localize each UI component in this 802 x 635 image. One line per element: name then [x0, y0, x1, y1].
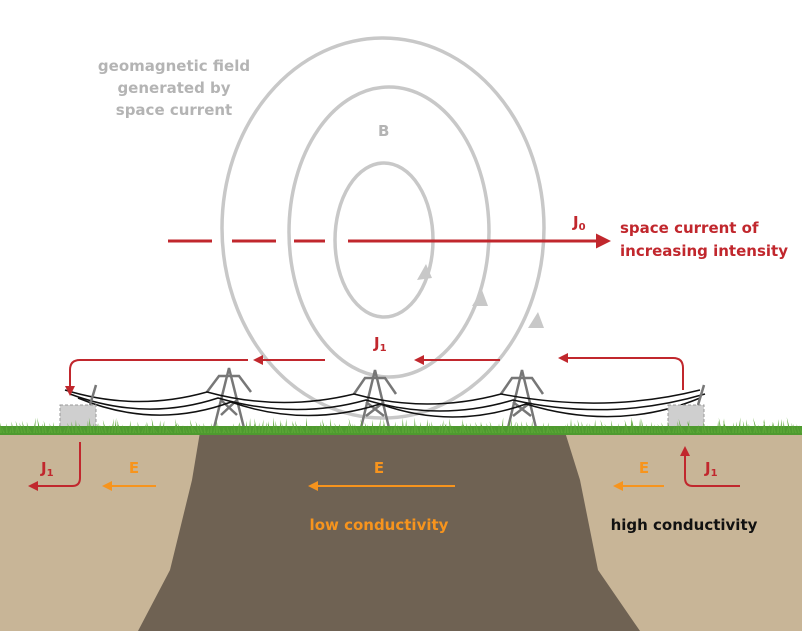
- e-label-right: E: [639, 459, 649, 477]
- power-towers: [206, 367, 545, 433]
- j0-label: J0: [572, 213, 586, 233]
- field-direction-arrows: [417, 264, 544, 328]
- space-current-label-line1: space current of: [620, 219, 759, 237]
- space-current-label-line2: increasing intensity: [620, 242, 788, 260]
- field-label-line2: generated by: [117, 79, 230, 97]
- e-label-left: E: [129, 459, 139, 477]
- line-current-j1: [65, 353, 684, 396]
- field-loop-middle: [287, 85, 491, 379]
- field-arrow-icon: [417, 264, 432, 280]
- field-label-line1: geomagnetic field: [98, 57, 250, 75]
- ground-current-j1-right: [680, 446, 740, 487]
- field-label-line3: space current: [116, 101, 232, 119]
- field-arrow-icon: [472, 290, 488, 306]
- e-label-center: E: [374, 459, 384, 477]
- field-loop-outer: [220, 36, 546, 420]
- ground-current-j1-left: [28, 442, 81, 491]
- j1-line-label: J1: [373, 334, 387, 354]
- transmission-lines: [64, 389, 706, 418]
- b-symbol: B: [378, 122, 389, 140]
- transformer-right: [667, 404, 705, 428]
- transformer-left: [59, 404, 97, 428]
- j1-ground-right-label: J1: [704, 459, 718, 479]
- soil-low-conductivity: [138, 432, 640, 631]
- field-arrow-icon: [528, 312, 544, 328]
- grass: [0, 417, 802, 435]
- j1-ground-left-label: J1: [40, 459, 54, 479]
- low-conductivity-label: low conductivity: [310, 516, 449, 534]
- high-conductivity-label: high conductivity: [611, 516, 758, 534]
